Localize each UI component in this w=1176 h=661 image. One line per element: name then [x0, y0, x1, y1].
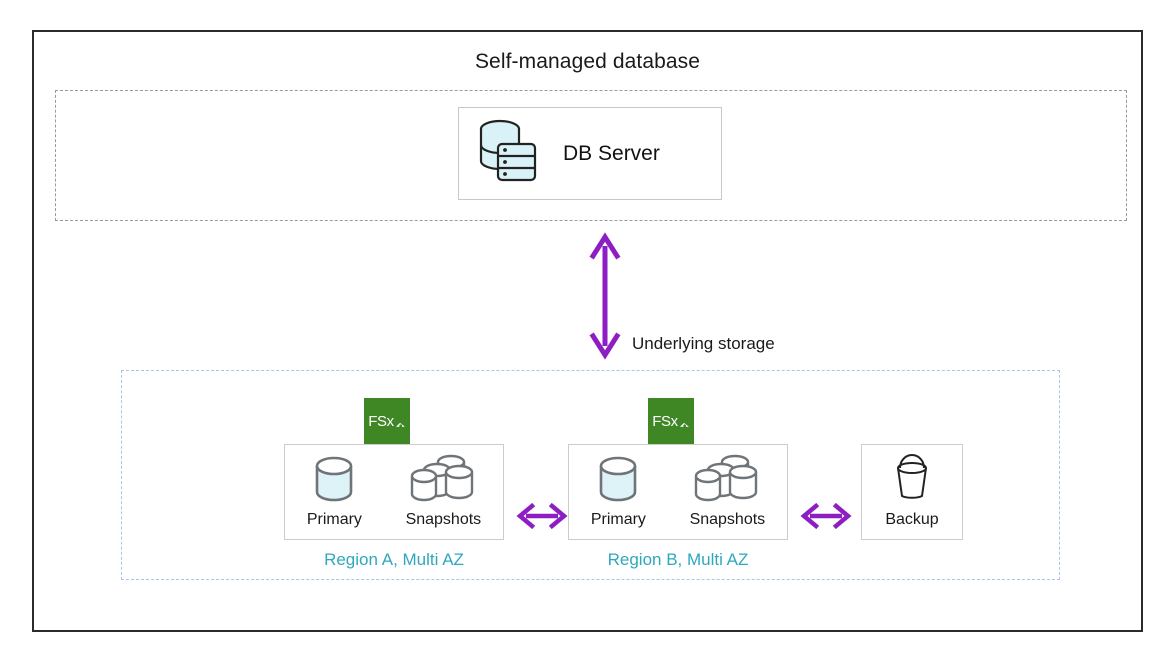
region-a-primary-node[interactable]: Primary: [307, 454, 362, 528]
region-b-block: FSx Primary: [568, 398, 788, 570]
fsx-badge-text: FSx: [652, 412, 678, 430]
region-b-snapshots-node[interactable]: Snapshots: [689, 454, 766, 528]
double-headed-horizontal-arrow-icon: [516, 499, 568, 533]
region-b-box[interactable]: Primary: [568, 444, 788, 540]
self-managed-database-group: [55, 90, 1127, 221]
double-headed-horizontal-arrow-icon: [800, 499, 852, 533]
region-b-snapshots-label: Snapshots: [689, 511, 766, 528]
aws-fsx-logo-icon: FSx: [364, 398, 410, 444]
region-a-snapshots-node[interactable]: Snapshots: [405, 454, 482, 528]
region-b-caption: Region B, Multi AZ: [607, 550, 749, 569]
stacked-cylinders-snapshots-icon: [408, 454, 478, 509]
diagram-frame: Self-managed database DB Server: [32, 30, 1143, 632]
underlying-storage-label: Underlying storage: [632, 334, 775, 353]
cylinder-primary-icon: [311, 454, 357, 509]
db-server-node[interactable]: DB Server: [458, 107, 722, 200]
region-a-primary-label: Primary: [306, 511, 362, 528]
database-server-icon: [477, 118, 539, 189]
page-title: Self-managed database: [474, 50, 701, 73]
bucket-backup-icon: [889, 454, 935, 509]
region-b-primary-node[interactable]: Primary: [591, 454, 646, 528]
region-a-box[interactable]: Primary: [284, 444, 504, 540]
cylinder-primary-icon: [595, 454, 641, 509]
region-a-caption: Region A, Multi AZ: [324, 550, 464, 569]
region-b-primary-label: Primary: [590, 511, 646, 528]
region-a-snapshots-label: Snapshots: [405, 511, 482, 528]
aws-fsx-logo-icon: FSx: [648, 398, 694, 444]
fsx-badge-text: FSx: [368, 412, 394, 430]
backup-label: Backup: [885, 511, 939, 528]
region-a-block: FSx Primary: [284, 398, 504, 570]
backup-node[interactable]: Backup: [861, 444, 963, 540]
stacked-cylinders-snapshots-icon: [692, 454, 762, 509]
db-server-label: DB Server: [563, 141, 660, 165]
underlying-storage-group: [121, 370, 1060, 580]
double-headed-vertical-arrow-icon: [585, 232, 625, 360]
